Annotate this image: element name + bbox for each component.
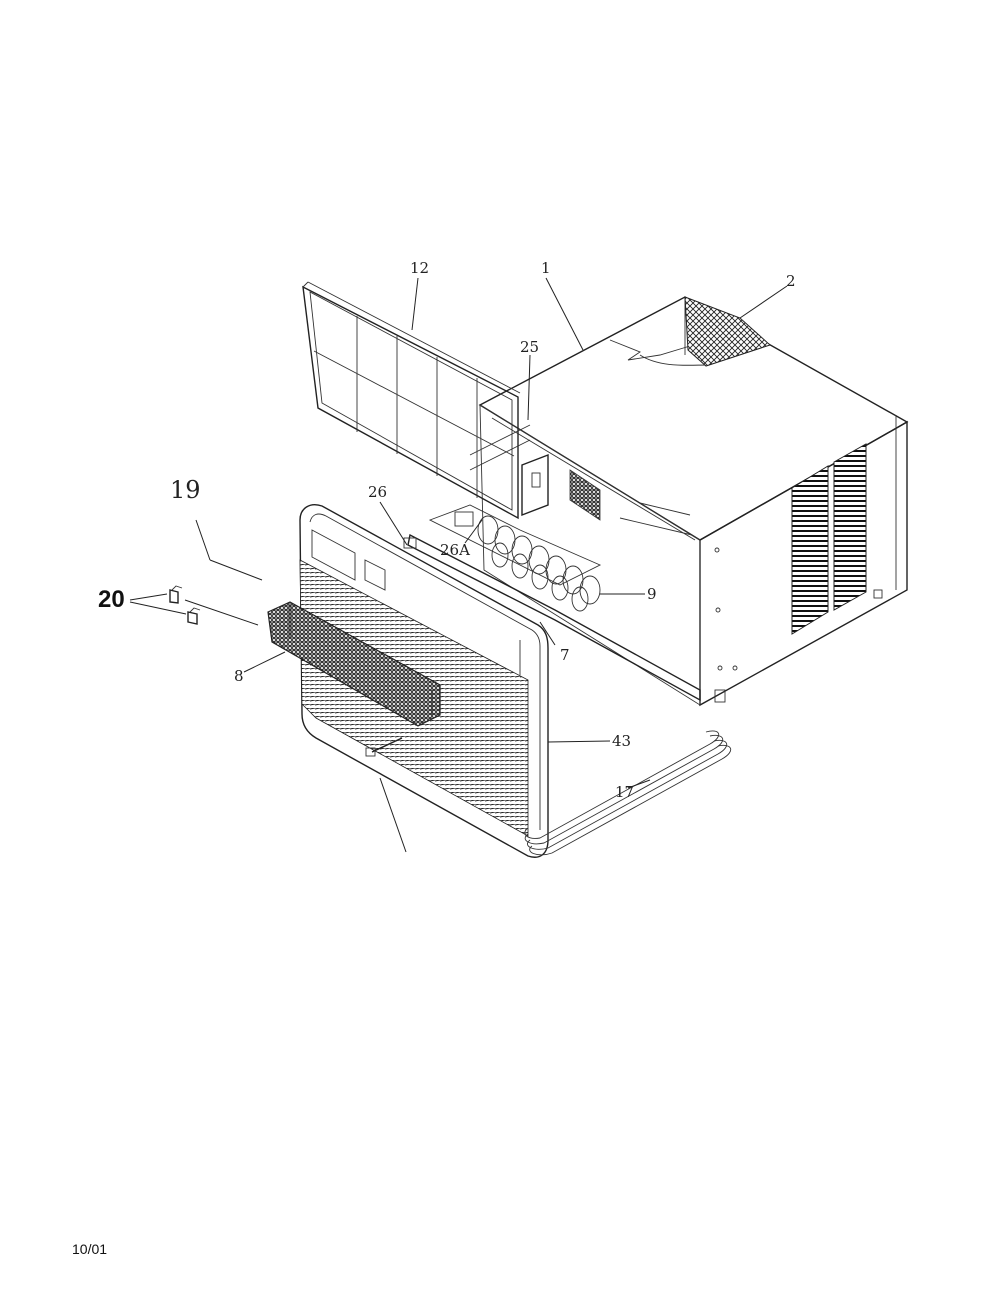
callout-8: 8 — [234, 667, 244, 685]
callout-20: 20 — [98, 586, 125, 613]
louver-insert — [267, 601, 441, 727]
control-knobs — [169, 585, 201, 625]
callout-26a: 26A — [440, 541, 470, 559]
screw — [365, 737, 403, 757]
callout-7: 7 — [560, 646, 570, 664]
gasket — [524, 730, 732, 856]
callout-1: 1 — [541, 259, 551, 277]
side-louvers-front — [791, 465, 829, 635]
control-bracket — [469, 424, 549, 517]
callout-2: 2 — [786, 272, 796, 290]
fan-blades — [403, 511, 601, 612]
callout-19: 19 — [170, 476, 201, 504]
footer-date: 10/01 — [72, 1241, 108, 1257]
callout-12: 12 — [410, 259, 429, 277]
callout-43: 43 — [612, 732, 631, 750]
air-filter — [302, 281, 521, 520]
callout-26: 26 — [368, 483, 387, 501]
callout-17: 17 — [615, 783, 634, 801]
leader-lines — [129, 277, 788, 853]
callout-25: 25 — [520, 338, 539, 356]
side-louvers-rear — [833, 443, 867, 611]
callout-labels: 12 1 2 25 19 26 26A 9 20 7 8 43 17 — [98, 259, 796, 801]
callout-9: 9 — [647, 585, 657, 603]
rear-mesh — [684, 296, 771, 367]
cabinet — [478, 296, 909, 707]
